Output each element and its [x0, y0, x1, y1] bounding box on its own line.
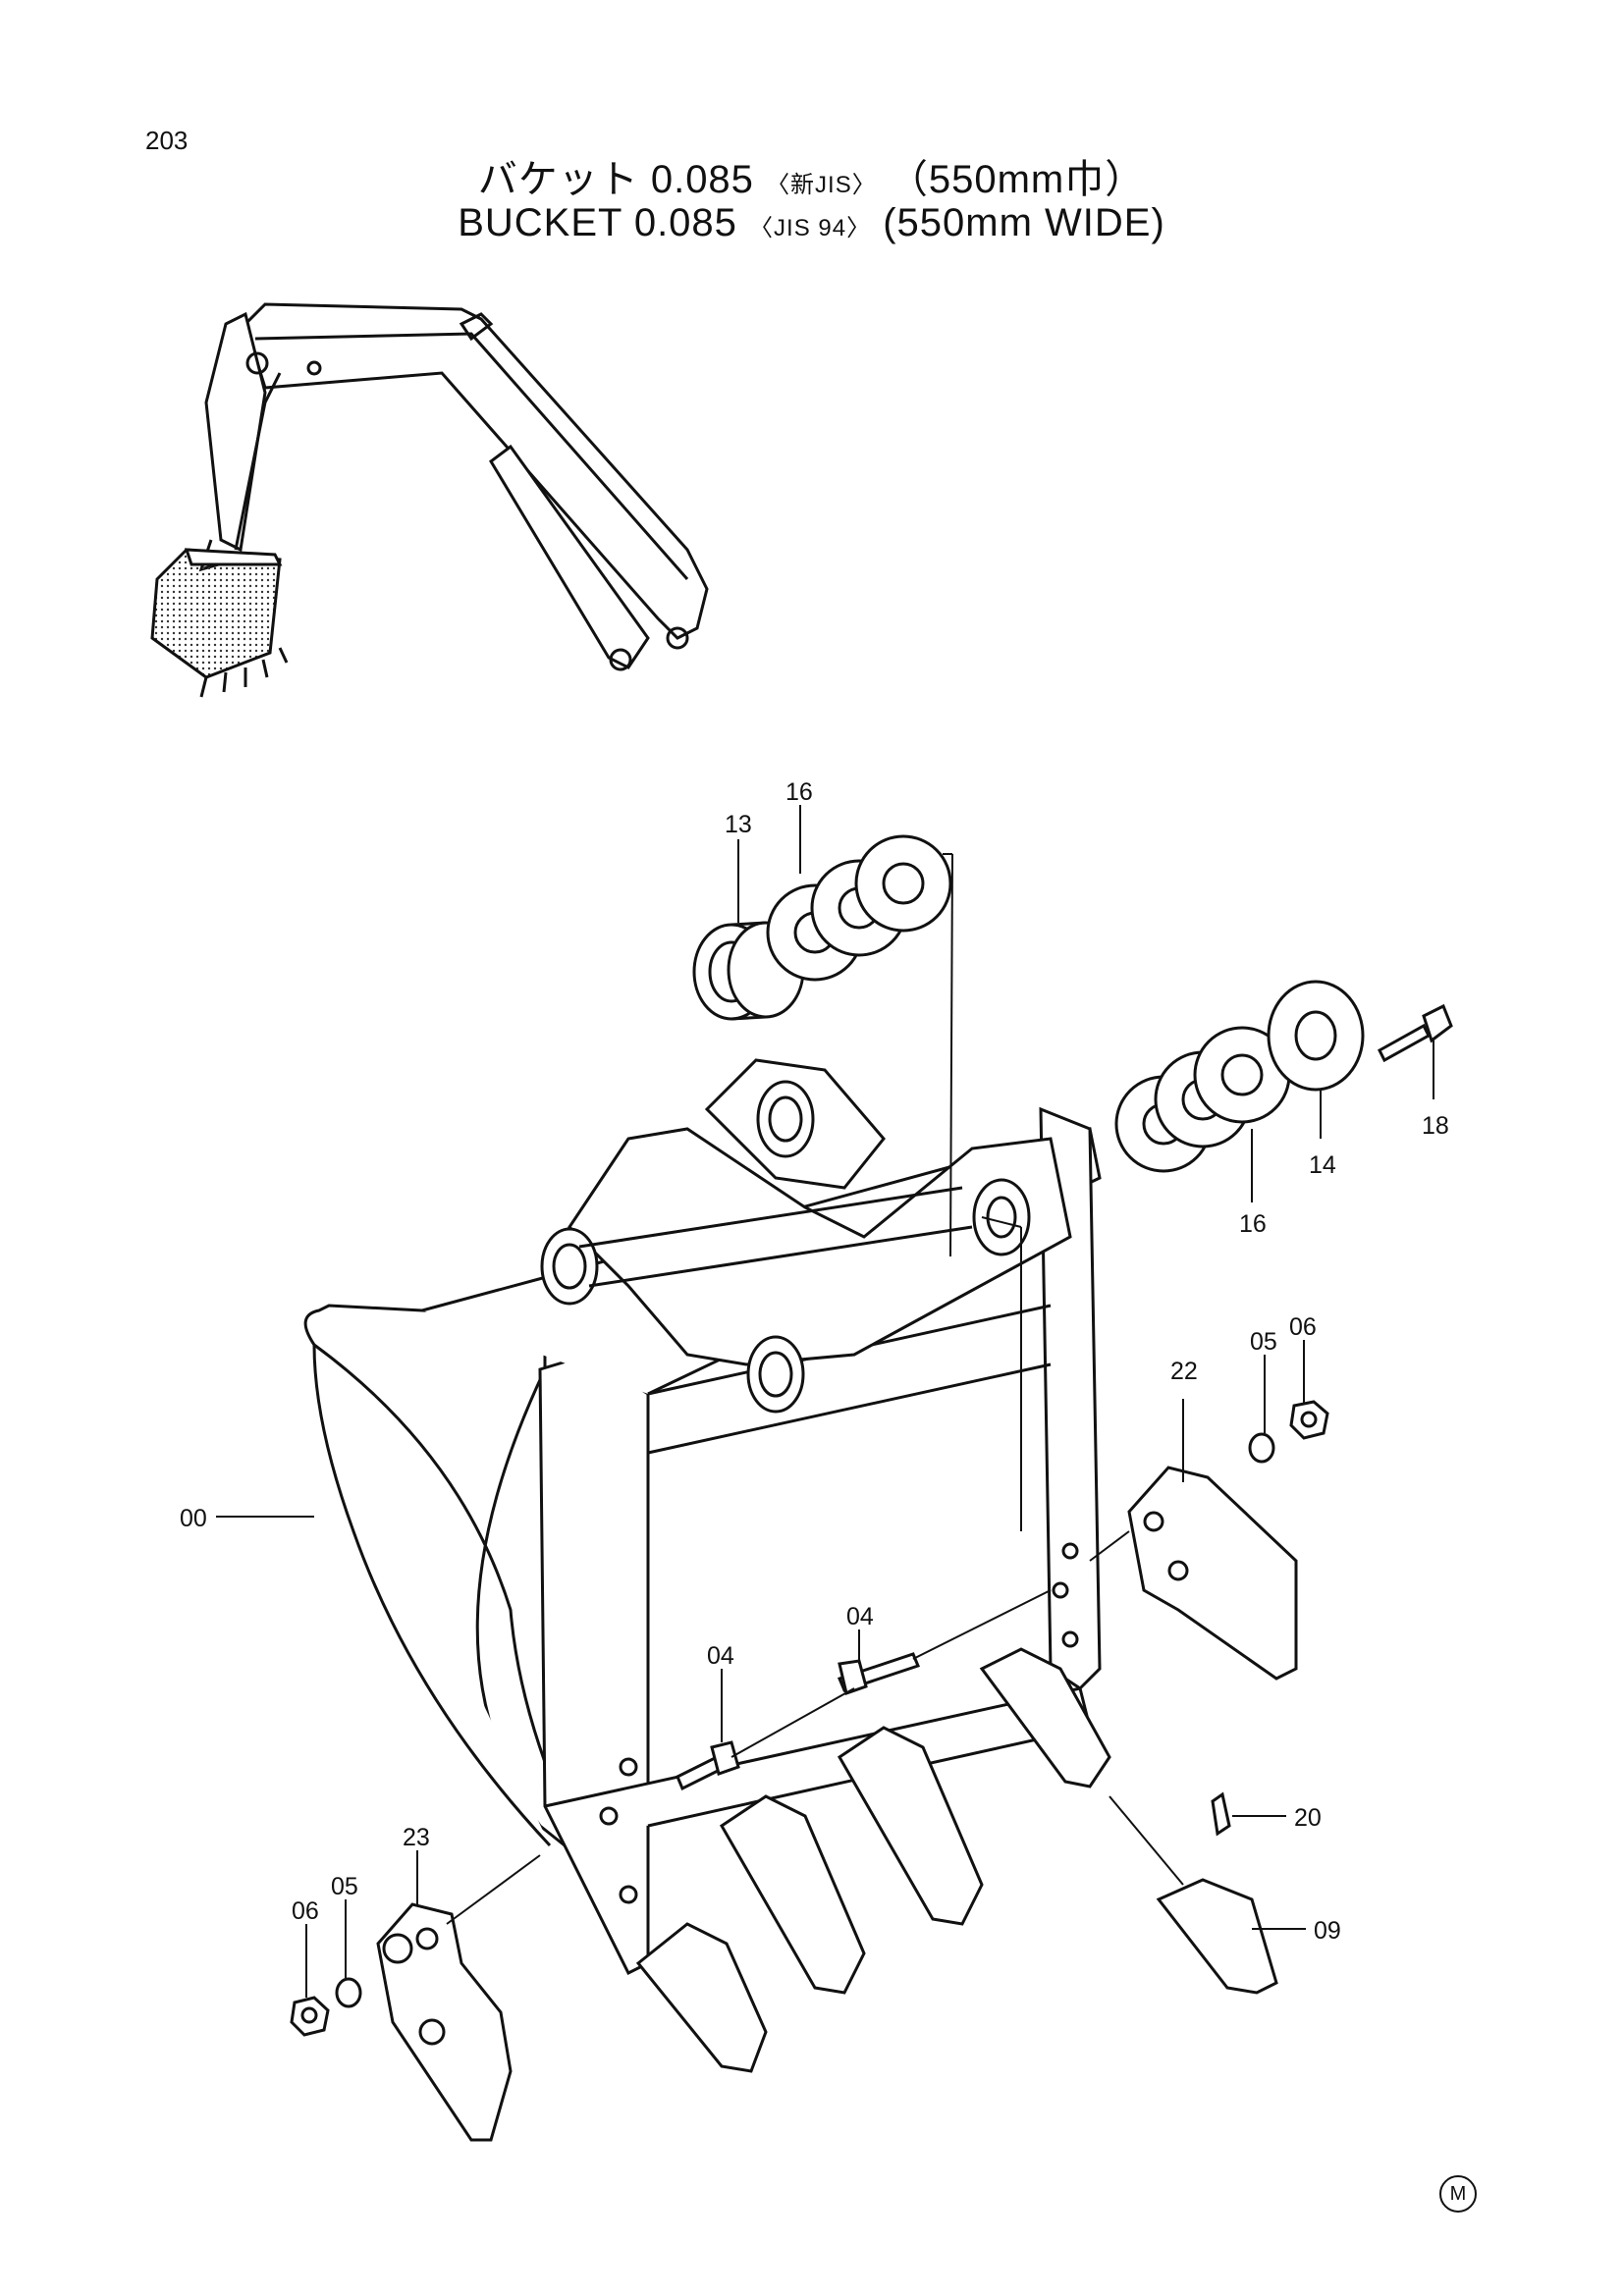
callout-06-left: 06	[292, 1897, 319, 1925]
callout-22: 22	[1170, 1358, 1198, 1385]
callout-16-upper: 16	[785, 778, 813, 806]
callout-06-right: 06	[1289, 1313, 1317, 1341]
bucket-teeth-09	[635, 1647, 1278, 2073]
callout-05-right: 05	[1250, 1328, 1277, 1356]
nut-06-left	[290, 1996, 330, 2037]
title-en-main: BUCKET 0.085	[458, 201, 737, 244]
callout-labels: 13 16 18 14 16 22 05 06 00 04 04 20 23 0…	[180, 778, 1449, 1945]
title-jp-width: （550mm巾）	[888, 158, 1146, 201]
title-jp-main: バケット 0.085	[477, 158, 754, 201]
excavator-overview-illustration	[150, 302, 709, 698]
shims-16-lower	[1114, 1026, 1291, 1173]
plate-14	[1267, 980, 1365, 1092]
callout-04-lower: 04	[707, 1642, 734, 1670]
corner-mark-m: M	[1439, 2175, 1477, 2213]
side-cutter-22	[1127, 1466, 1298, 1681]
title-en-width: (550mm WIDE)	[883, 201, 1165, 244]
callout-14: 14	[1309, 1151, 1336, 1179]
side-cutter-23	[376, 1902, 513, 2142]
shims-16-upper	[766, 834, 952, 982]
callout-05-left: 05	[331, 1873, 358, 1900]
callout-16-lower: 16	[1239, 1210, 1267, 1238]
title-english: BUCKET 0.085 〈JIS 94〉 (550mm WIDE)	[0, 201, 1623, 245]
callout-04-upper: 04	[846, 1603, 874, 1630]
washer-05-left	[335, 1977, 362, 2008]
callout-13: 13	[725, 811, 752, 838]
pin-20	[1211, 1791, 1231, 1837]
title-japanese: バケット 0.085 〈新JIS〉 （550mm巾）	[0, 147, 1623, 204]
callout-09: 09	[1314, 1917, 1341, 1945]
callout-20: 20	[1294, 1804, 1322, 1832]
title-en-standard: 〈JIS 94〉	[749, 215, 872, 241]
bolts-04	[676, 1652, 921, 1791]
callout-00: 00	[180, 1505, 207, 1532]
title-jp-standard: 〈新JIS〉	[766, 172, 877, 198]
leader-lines	[216, 805, 1434, 1998]
bolt-18	[1378, 1003, 1453, 1063]
nut-06-right	[1289, 1400, 1329, 1440]
callout-18: 18	[1422, 1112, 1449, 1140]
callout-23: 23	[403, 1824, 430, 1851]
washer-05-right	[1248, 1432, 1275, 1464]
bucket-mounting-brackets	[540, 1058, 1072, 1414]
page-number: 203	[145, 126, 189, 155]
